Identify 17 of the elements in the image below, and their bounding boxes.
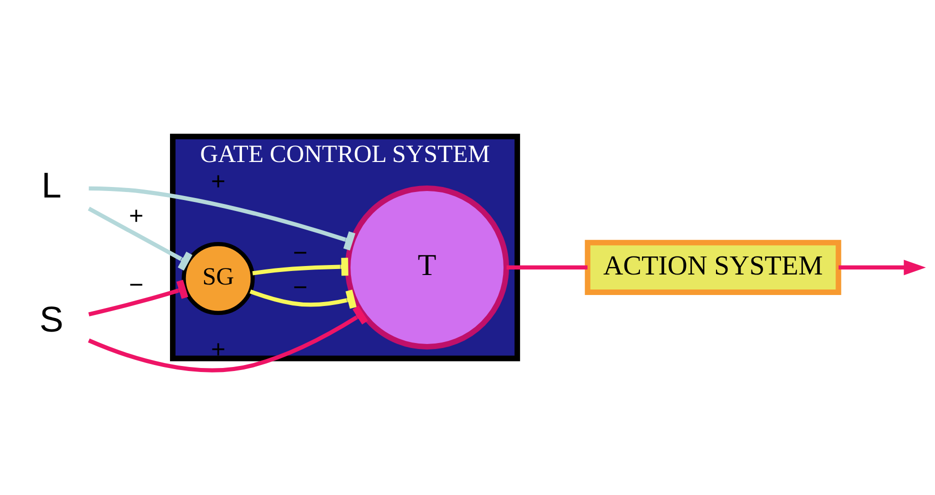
edge-label: + [210, 336, 226, 364]
edge-label: − [128, 271, 144, 298]
edge-label: − [292, 240, 308, 267]
node-circle: SG [182, 241, 255, 315]
edge-label: + [210, 168, 226, 195]
node-box: ACTION SYSTEM [584, 239, 842, 295]
connector [88, 279, 188, 316]
node-text: S [40, 298, 64, 339]
connector [506, 264, 588, 270]
connector [88, 206, 192, 270]
edge-label: + [128, 202, 144, 230]
connector [88, 305, 368, 372]
arrow [838, 259, 926, 275]
node-text: L [41, 165, 62, 206]
connector [88, 186, 356, 250]
edge-label: − [292, 274, 308, 302]
connector [250, 288, 357, 308]
